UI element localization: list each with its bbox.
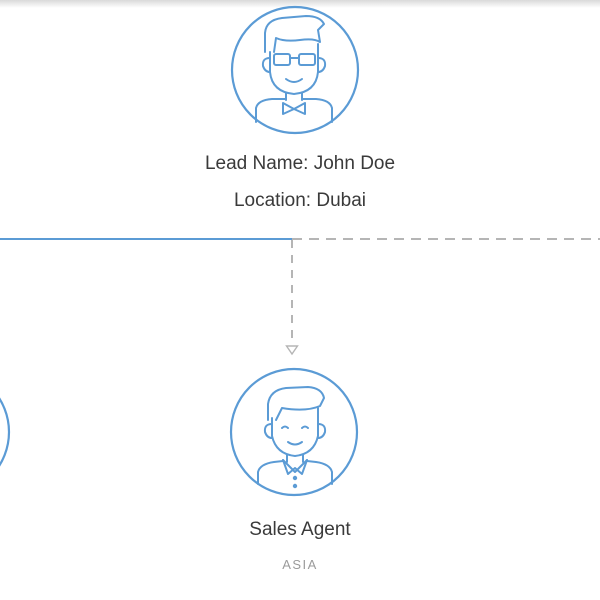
sales-agent-region: ASIA [282,557,318,572]
lead-location-label: Location: Dubai [233,190,367,211]
lead-name-label: Lead Name: John Doe [204,153,396,174]
sales-agent-title: Sales Agent [249,519,351,540]
left-node-label-fragment: : [0,519,1,541]
top-shadow-bar [0,0,600,8]
dashed-arrow-down-icon [285,345,299,356]
man-with-collared-shirt-icon [257,386,333,489]
lead-avatar[interactable] [230,5,360,135]
man-with-glasses-and-bowtie-icon [255,15,333,123]
left-node-avatar[interactable] [0,369,11,495]
sales-agent-avatar[interactable] [229,367,359,497]
